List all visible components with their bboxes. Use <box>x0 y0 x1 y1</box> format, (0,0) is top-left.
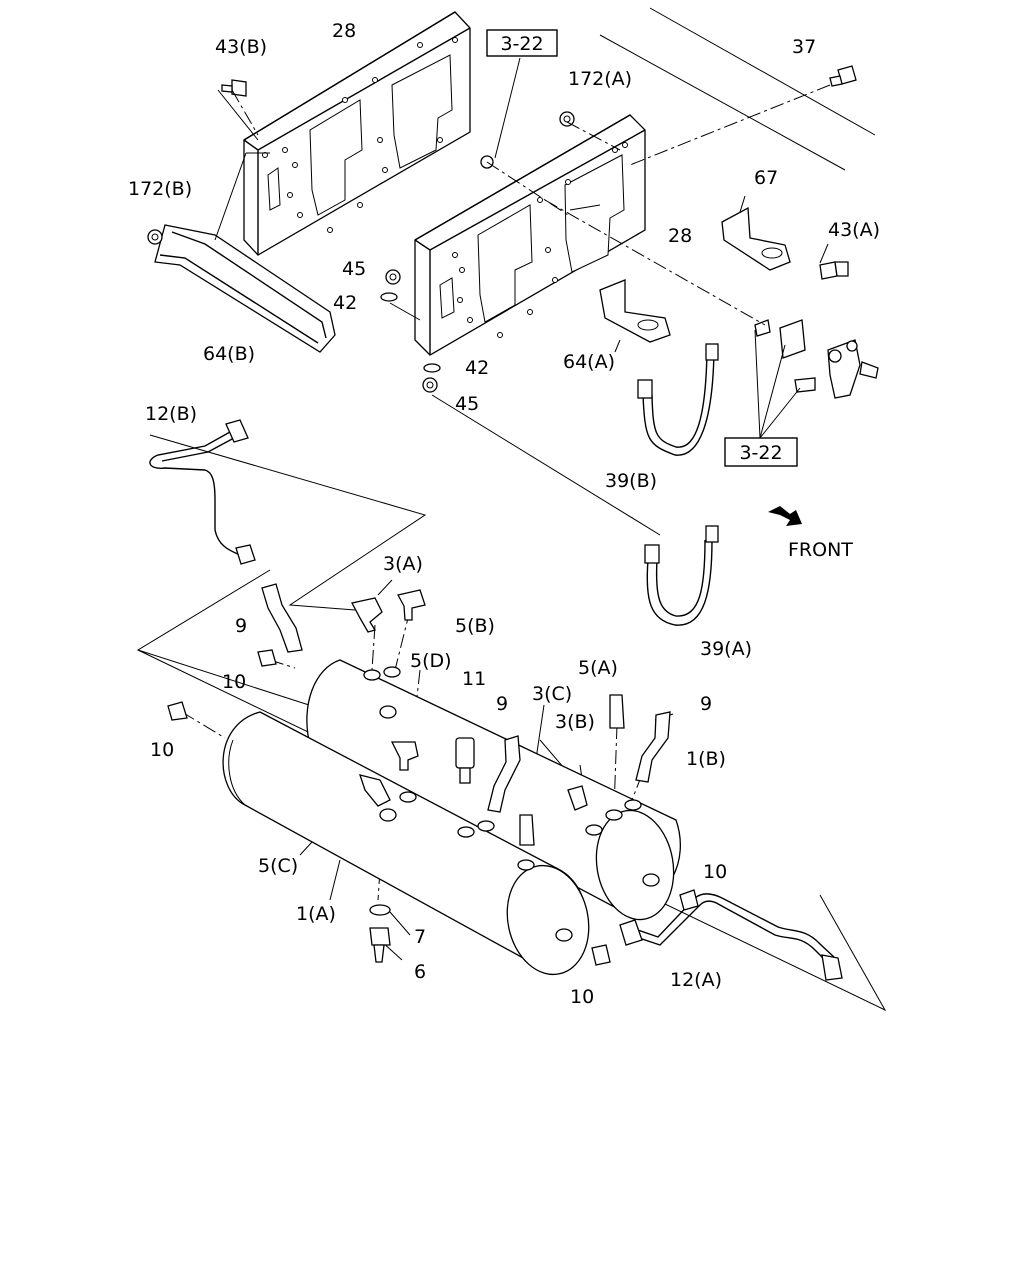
label-42-bottom: 42 <box>465 357 489 379</box>
bracket-67 <box>721 206 791 271</box>
label-10-right: 10 <box>703 861 727 883</box>
label-12a: 12(A) <box>670 969 722 991</box>
front-direction-arrow-icon <box>768 506 802 526</box>
label-9-left: 9 <box>235 615 247 637</box>
label-3c: 3(C) <box>532 683 572 705</box>
label-67: 67 <box>754 167 778 189</box>
label-5d: 5(D) <box>410 650 452 672</box>
label-172b: 172(B) <box>128 178 192 200</box>
label-11: 11 <box>462 668 486 690</box>
label-12b: 12(B) <box>145 403 197 425</box>
label-1b: 1(B) <box>686 748 726 770</box>
label-45-top: 45 <box>342 258 366 280</box>
pipe-12b <box>149 419 256 565</box>
label-172a: 172(A) <box>568 68 632 90</box>
label-3a: 3(A) <box>383 553 423 575</box>
fastener-group-upper <box>147 65 879 399</box>
label-42-top: 42 <box>333 292 357 314</box>
ref-box-3-22-bottom[interactable]: 3-22 <box>724 437 798 467</box>
label-43a: 43(A) <box>828 219 880 241</box>
strap-64b <box>154 224 336 353</box>
label-7: 7 <box>414 926 426 948</box>
ref-box-top-label: 3-22 <box>500 33 543 55</box>
label-43b: 43(B) <box>215 36 267 58</box>
label-10-bottom: 10 <box>570 986 594 1008</box>
label-9-right: 9 <box>700 693 712 715</box>
label-28-left: 28 <box>332 20 356 42</box>
hose-39b <box>637 343 719 456</box>
bracket-plate-28-right <box>414 114 646 356</box>
pipe-12a <box>619 893 843 981</box>
air-tank-1a <box>222 711 590 976</box>
label-28-right: 28 <box>668 225 692 247</box>
label-9-mid: 9 <box>496 693 508 715</box>
label-64b: 64(B) <box>203 343 255 365</box>
callout-labels: 43(B) 28 28 172(B) 172(A) 37 67 43(A) 45… <box>128 20 880 1008</box>
air-tank-1b <box>306 659 681 921</box>
label-37: 37 <box>792 36 816 58</box>
label-5a: 5(A) <box>578 657 618 679</box>
label-10-upper-left: 10 <box>222 671 246 693</box>
bracket-plate-28-left <box>243 11 471 256</box>
label-6: 6 <box>414 961 426 983</box>
label-64a: 64(A) <box>563 351 615 373</box>
ref-box-3-22-top[interactable]: 3-22 <box>486 29 558 57</box>
label-45-bottom: 45 <box>455 393 479 415</box>
ref-box-bottom-label: 3-22 <box>739 442 782 464</box>
label-5b: 5(B) <box>455 615 495 637</box>
label-1a: 1(A) <box>296 903 336 925</box>
tank-fittings <box>167 583 699 966</box>
label-3b: 3(B) <box>555 711 595 733</box>
leader-lines-upper <box>214 57 831 536</box>
label-5c: 5(C) <box>258 855 298 877</box>
bracket-64a <box>599 279 671 343</box>
label-10-left: 10 <box>150 739 174 761</box>
frame-guide-lines <box>599 7 876 171</box>
label-39b: 39(B) <box>605 470 657 492</box>
label-39a: 39(A) <box>700 638 752 660</box>
front-direction-label: FRONT <box>788 539 853 561</box>
hose-39a <box>644 525 719 626</box>
